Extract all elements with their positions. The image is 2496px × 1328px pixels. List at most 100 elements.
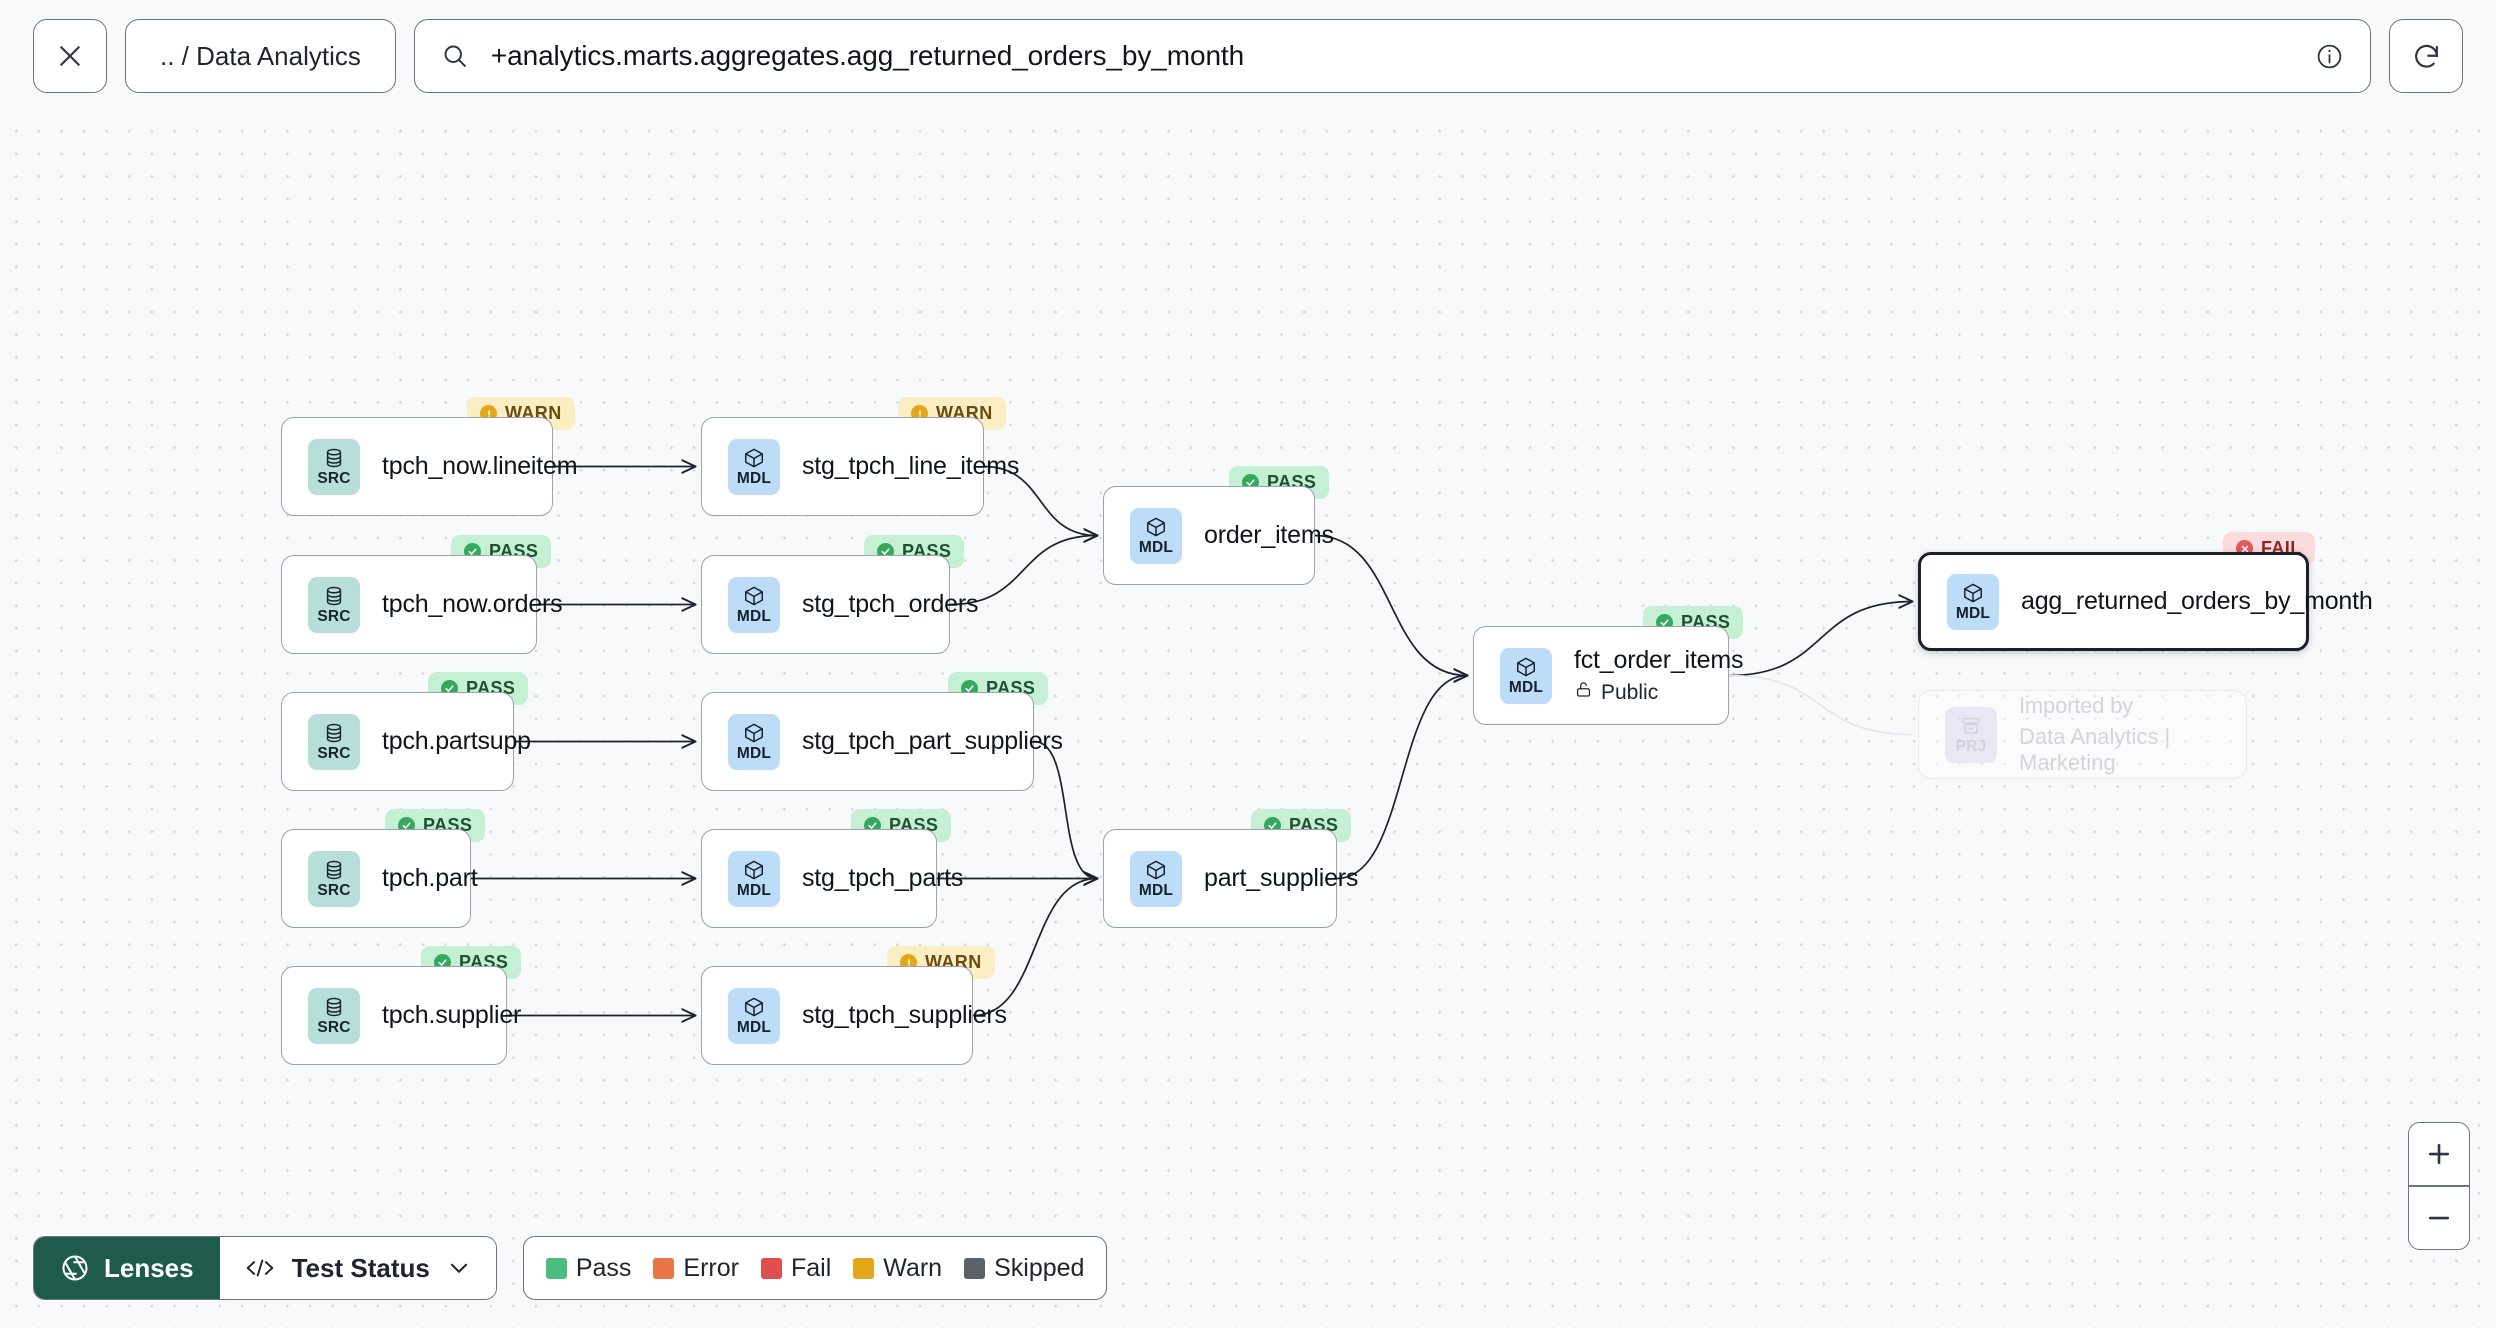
legend-item-skipped[interactable]: Skipped bbox=[964, 1254, 1084, 1283]
legend-swatch-skipped bbox=[964, 1257, 986, 1279]
mdl-type-chip: MDL bbox=[1500, 647, 1552, 704]
unlock-icon bbox=[1574, 680, 1593, 705]
graph-node-stg_part_supp[interactable]: MDL stg_tpch_part_suppliers bbox=[701, 692, 1063, 791]
legend-label: Warn bbox=[883, 1253, 943, 1282]
node-body: stg_tpch_suppliers bbox=[802, 1001, 1007, 1030]
node-kind-label: MDL bbox=[1955, 605, 1991, 623]
breadcrumb-button[interactable]: .. / Data Analytics bbox=[125, 19, 396, 93]
graph-node-order_items[interactable]: MDL order_items bbox=[1103, 486, 1334, 585]
src-icon bbox=[323, 446, 345, 470]
src-type-chip: SRC bbox=[308, 438, 360, 495]
graph-node-stg_parts[interactable]: MDL stg_tpch_parts bbox=[701, 829, 964, 928]
mdl-type-chip: MDL bbox=[728, 987, 780, 1044]
graph-node-imported_prj[interactable]: PRJ Imported by Data Analytics | Marketing bbox=[1918, 690, 2247, 779]
mdl-icon bbox=[1515, 655, 1537, 679]
mdl-icon bbox=[743, 721, 765, 745]
node-kind-label: MDL bbox=[736, 1019, 772, 1037]
node-body: tpch_now.orders bbox=[382, 590, 563, 619]
legend-label: Error bbox=[683, 1253, 739, 1282]
refresh-icon bbox=[2414, 44, 2438, 68]
node-subtitle: Data Analytics | Marketing bbox=[2019, 724, 2171, 775]
mdl-type-chip: MDL bbox=[728, 438, 780, 495]
aperture-icon bbox=[62, 1255, 88, 1281]
node-kind-label: MDL bbox=[1138, 539, 1174, 557]
node-kind-label: SRC bbox=[317, 882, 351, 900]
legend-item-pass[interactable]: Pass bbox=[545, 1254, 631, 1283]
node-title: Imported by bbox=[2019, 693, 2133, 718]
mdl-icon bbox=[743, 584, 765, 608]
node-title: fct_order_items bbox=[1574, 646, 1744, 674]
minus-icon bbox=[2428, 1216, 2450, 1220]
node-kind-label: PRJ bbox=[1955, 738, 1987, 756]
graph-node-src_part[interactable]: SRC tpch.part bbox=[281, 829, 478, 928]
node-body: part_suppliers bbox=[1204, 864, 1359, 893]
info-icon[interactable] bbox=[2315, 42, 2344, 71]
src-icon bbox=[323, 995, 345, 1019]
search-input[interactable]: +analytics.marts.aggregates.agg_returned… bbox=[490, 40, 1245, 71]
test-status-label: Test Status bbox=[291, 1252, 430, 1283]
node-title: tpch.partsupp bbox=[382, 727, 531, 755]
close-button[interactable] bbox=[33, 19, 107, 93]
prj-icon bbox=[1960, 714, 1982, 738]
node-kind-label: MDL bbox=[736, 608, 772, 626]
node-title: part_suppliers bbox=[1204, 864, 1359, 892]
zoom-divider bbox=[2409, 1185, 2469, 1187]
legend-swatch-error bbox=[653, 1257, 675, 1279]
close-icon bbox=[60, 46, 80, 66]
mdl-type-chip: MDL bbox=[728, 850, 780, 907]
graph-node-src_partsupp[interactable]: SRC tpch.partsupp bbox=[281, 692, 531, 791]
legend-item-fail[interactable]: Fail bbox=[760, 1253, 832, 1283]
zoom-in-button[interactable] bbox=[2409, 1123, 2469, 1186]
mdl-type-chip: MDL bbox=[728, 713, 780, 770]
graph-node-agg_returned[interactable]: MDL agg_returned_orders_by_month bbox=[1918, 552, 2373, 651]
legend-label: Skipped bbox=[994, 1253, 1085, 1282]
refresh-button[interactable] bbox=[2389, 19, 2463, 93]
edge-fct_order_items-to-agg_returned bbox=[1728, 602, 1912, 677]
graph-node-src_lineitem[interactable]: SRC tpch_now.lineitem bbox=[281, 417, 578, 516]
zoom-out-button[interactable] bbox=[2409, 1187, 2469, 1249]
node-access-label: Public bbox=[1601, 680, 1659, 704]
node-kind-label: SRC bbox=[317, 470, 351, 488]
node-title: order_items bbox=[1204, 521, 1334, 549]
graph-node-fct_order_items[interactable]: MDL fct_order_items Public bbox=[1473, 626, 1744, 725]
legend-item-error[interactable]: Error bbox=[653, 1254, 739, 1283]
node-title: agg_returned_orders_by_month bbox=[2021, 587, 2373, 615]
src-type-chip: SRC bbox=[308, 576, 360, 633]
node-title: tpch_now.lineitem bbox=[382, 452, 578, 480]
node-title: tpch.part bbox=[382, 864, 478, 892]
legend-label: Fail bbox=[790, 1253, 832, 1282]
legend-swatch-pass bbox=[545, 1257, 567, 1279]
node-kind-label: MDL bbox=[736, 745, 772, 763]
graph-node-stg_orders[interactable]: MDL stg_tpch_orders bbox=[701, 555, 978, 654]
mdl-icon bbox=[743, 858, 765, 882]
status-legend: Pass Error Fail Warn Skipped bbox=[522, 1236, 1108, 1300]
code-icon bbox=[246, 1259, 273, 1277]
node-kind-label: MDL bbox=[1508, 679, 1544, 697]
edge-part_suppliers-to-fct_order_items bbox=[1336, 676, 1467, 880]
src-type-chip: SRC bbox=[308, 713, 360, 770]
src-type-chip: SRC bbox=[308, 850, 360, 907]
lenses-button[interactable]: Lenses bbox=[34, 1237, 220, 1299]
node-title: stg_tpch_part_suppliers bbox=[802, 727, 1063, 755]
chevron-down-icon bbox=[450, 1263, 467, 1273]
edge-stg_line_items-to-order_items bbox=[983, 465, 1097, 536]
node-body: stg_tpch_line_items bbox=[802, 452, 1019, 481]
mdl-icon bbox=[1962, 581, 1984, 605]
graph-node-stg_suppliers[interactable]: MDL stg_tpch_suppliers bbox=[701, 966, 1007, 1065]
mdl-type-chip: MDL bbox=[1947, 573, 1999, 630]
node-body: agg_returned_orders_by_month bbox=[2021, 587, 2373, 616]
search-bar[interactable]: +analytics.marts.aggregates.agg_returned… bbox=[413, 19, 2371, 93]
graph-node-src_orders[interactable]: SRC tpch_now.orders bbox=[281, 555, 563, 654]
mdl-icon bbox=[1145, 515, 1167, 539]
legend-item-warn[interactable]: Warn bbox=[853, 1254, 942, 1283]
node-body: stg_tpch_parts bbox=[802, 864, 964, 893]
test-status-dropdown[interactable]: Test Status bbox=[219, 1237, 496, 1299]
node-kind-label: SRC bbox=[317, 745, 351, 763]
node-body: stg_tpch_orders bbox=[802, 590, 978, 619]
node-title: stg_tpch_parts bbox=[802, 864, 964, 892]
graph-node-stg_line_items[interactable]: MDL stg_tpch_line_items bbox=[701, 417, 1019, 516]
